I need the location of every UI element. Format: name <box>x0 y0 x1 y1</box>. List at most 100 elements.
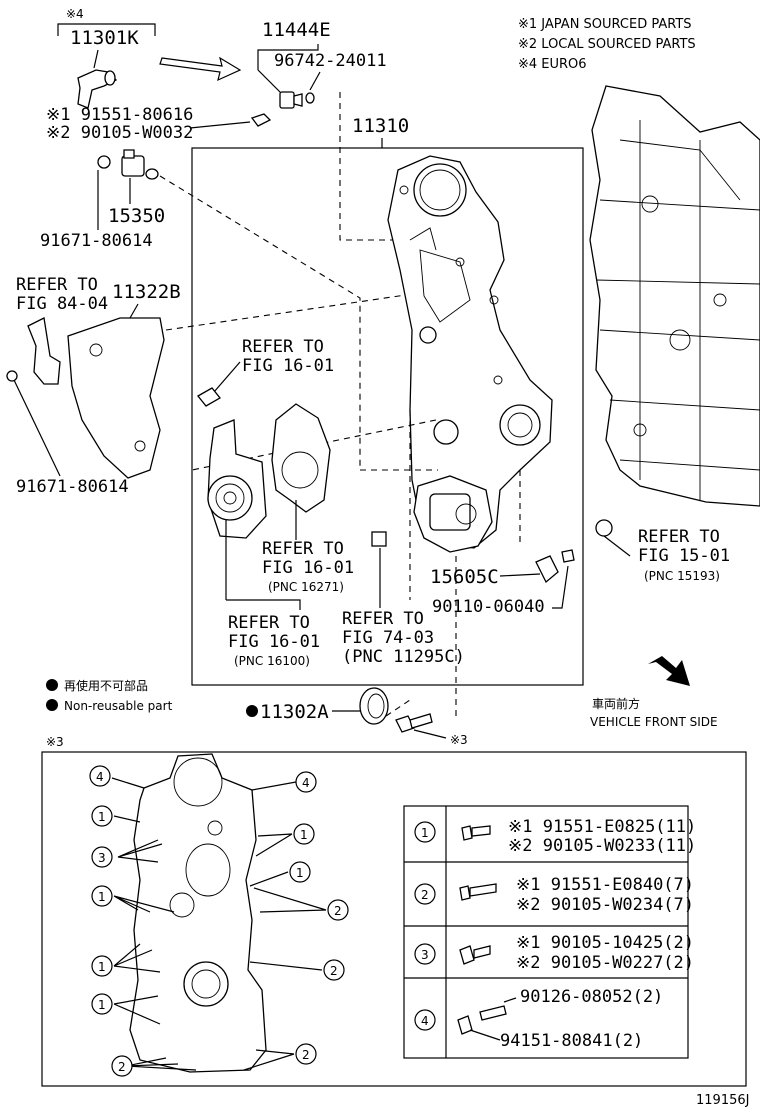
bolt-row-2-local: ※2 90105-W0234(7) <box>516 895 694 915</box>
legend-dot-en <box>46 699 58 711</box>
bolt-row-3[interactable]: 3 ※1 90105-10425(2) ※2 90105-W0227(2) <box>414 933 694 973</box>
bolt-row-1-japan: ※1 91551-E0825(11) <box>508 817 696 837</box>
callout-1-d: 1 <box>91 885 113 907</box>
label-90110-06040[interactable]: 90110-06040 <box>432 597 545 617</box>
callout-2-b: 2 <box>323 959 345 981</box>
refer-16-01-a-line1[interactable]: REFER TO <box>242 337 324 357</box>
refer-74-03-line2[interactable]: FIG 74-03 <box>342 628 434 648</box>
refer-16271-line1[interactable]: REFER TO <box>262 539 344 559</box>
refer-16-01-a-line2[interactable]: FIG 16-01 <box>242 356 334 376</box>
svg-text:2: 2 <box>334 904 342 918</box>
label-96742-24011[interactable]: 96742-24011 <box>274 51 387 71</box>
bolt-table: 1 ※1 91551-E0825(11) ※2 90105-W0233(11) … <box>403 805 696 1059</box>
svg-text:1: 1 <box>421 826 429 840</box>
svg-text:2: 2 <box>421 888 429 902</box>
refer-16271-line2[interactable]: FIG 16-01 <box>262 558 354 578</box>
legend-en: Non-reusable part <box>64 699 173 713</box>
callout-4-right: 4 <box>295 771 317 793</box>
water-pump-drawing <box>207 403 331 539</box>
callout-2-a: 2 <box>327 899 349 921</box>
callout-1-e: 1 <box>91 955 113 977</box>
refer-15-01-line3[interactable]: (PNC 15193) <box>644 569 720 583</box>
callout-1-f: 1 <box>91 993 113 1015</box>
label-15350[interactable]: 15350 <box>108 205 165 227</box>
bolt-row-4-a: 90126-08052(2) <box>520 987 663 1007</box>
svg-text:1: 1 <box>300 828 308 842</box>
label-90105-W0032[interactable]: ※2 90105-W0032 <box>46 123 193 143</box>
svg-text:3: 3 <box>98 851 106 865</box>
refer-84-04-line1[interactable]: REFER TO <box>16 275 98 295</box>
bolt-row-3-japan: ※1 90105-10425(2) <box>516 933 694 953</box>
label-11302A[interactable]: 11302A <box>260 701 329 723</box>
mark-4: ※4 <box>66 7 84 21</box>
callout-1-c: 1 <box>289 861 311 883</box>
engine-block-drawing <box>589 85 760 507</box>
refer-15-01-line1[interactable]: REFER TO <box>638 527 720 547</box>
callout-3-a: 3 <box>91 846 113 868</box>
legend-jp: 再使用不可部品 <box>64 678 148 693</box>
bolt-row-2[interactable]: 2 ※1 91551-E0840(7) ※2 90105-W0234(7) <box>414 875 694 915</box>
bolt-location-box <box>41 751 747 1087</box>
refer-74-03-line1[interactable]: REFER TO <box>342 609 424 629</box>
bolt-row-1[interactable]: 1 ※1 91551-E0825(11) ※2 90105-W0233(11) <box>414 817 696 856</box>
refer-16100-line2[interactable]: FIG 16-01 <box>228 632 320 652</box>
sensor-15350-drawing <box>97 149 159 180</box>
front-en: VEHICLE FRONT SIDE <box>590 715 718 729</box>
svg-text:2: 2 <box>330 964 338 978</box>
callout-2-c: 2 <box>111 1055 133 1077</box>
label-11301K[interactable]: 11301K <box>70 27 139 49</box>
refer-84-04-line2[interactable]: FIG 84-04 <box>16 294 108 314</box>
svg-text:1: 1 <box>98 998 106 1012</box>
svg-text:1: 1 <box>98 810 106 824</box>
oil-pump-drawing <box>413 475 493 553</box>
assembly-frame <box>191 147 584 686</box>
bolt-row-2-japan: ※1 91551-E0840(7) <box>516 875 694 895</box>
callout-2-d: 2 <box>295 1043 317 1065</box>
cover-outline-drawing <box>129 753 267 1073</box>
label-15605C[interactable]: 15605C <box>430 566 499 588</box>
label-91671-80614-a[interactable]: 91671-80614 <box>40 231 153 251</box>
timing-cover-11310-drawing <box>387 155 553 549</box>
oil-seal-11302A-drawing <box>359 687 389 725</box>
sensor-15605C-drawing <box>535 549 575 584</box>
callout-1-b: 1 <box>293 823 315 845</box>
bolt-row-4[interactable]: 4 90126-08052(2) 94151-80841(2) <box>414 987 663 1051</box>
note-japan: ※1 JAPAN SOURCED PARTS <box>518 17 692 32</box>
note-euro6: ※4 EURO6 <box>518 57 587 72</box>
vehicle-front-arrow <box>648 656 690 686</box>
figure-id: 119156J <box>696 1093 749 1108</box>
callout-leaders <box>111 777 327 1071</box>
refer-16271-line3[interactable]: (PNC 16271) <box>268 580 344 594</box>
svg-text:2: 2 <box>302 1048 310 1062</box>
svg-text:2: 2 <box>118 1060 126 1074</box>
svg-text:4: 4 <box>421 1014 429 1028</box>
non-reusable-dot <box>246 705 258 717</box>
sensor-11444E-drawing <box>279 91 315 109</box>
callout-1-a: 1 <box>91 805 113 827</box>
bolt-row-1-local: ※2 90105-W0233(11) <box>508 836 696 856</box>
timing-cover-11322B-drawing <box>6 317 165 479</box>
svg-text:4: 4 <box>302 776 310 790</box>
note-local: ※2 LOCAL SOURCED PARTS <box>518 37 696 52</box>
callout-4-left: 4 <box>89 765 111 787</box>
sensor-11301K-drawing <box>77 69 118 109</box>
mark-3-bolt: ※3 <box>450 733 468 747</box>
bolt-mark3-drawing <box>395 713 433 733</box>
svg-text:4: 4 <box>96 770 104 784</box>
mark-3-box: ※3 <box>46 735 64 749</box>
refer-16100-line1[interactable]: REFER TO <box>228 613 310 633</box>
refer-15-01-line2[interactable]: FIG 15-01 <box>638 546 730 566</box>
svg-text:1: 1 <box>296 866 304 880</box>
front-jp: 車両前方 <box>592 696 640 711</box>
svg-text:3: 3 <box>421 948 429 962</box>
label-11322B[interactable]: 11322B <box>112 281 181 303</box>
label-91671-80614-b[interactable]: 91671-80614 <box>16 477 129 497</box>
refer-74-03-line3[interactable]: (PNC 11295C) <box>342 647 465 667</box>
label-11310[interactable]: 11310 <box>352 115 409 137</box>
svg-text:1: 1 <box>98 960 106 974</box>
label-91551-80616[interactable]: ※1 91551-80616 <box>46 105 193 125</box>
label-11444E[interactable]: 11444E <box>262 19 331 41</box>
refer-16100-line3[interactable]: (PNC 16100) <box>234 654 310 668</box>
bolt-row-3-local: ※2 90105-W0227(2) <box>516 953 694 973</box>
